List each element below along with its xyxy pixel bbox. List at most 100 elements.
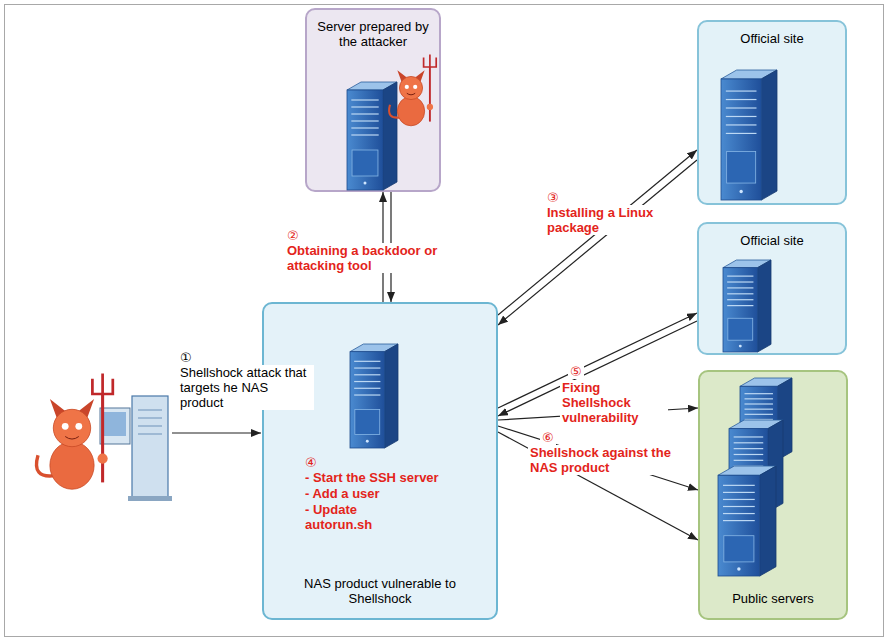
flow-arrow	[498, 408, 698, 420]
devil-head	[53, 409, 90, 446]
server-slot	[726, 99, 757, 100]
server-side	[761, 70, 777, 200]
flow-arrow	[390, 192, 391, 302]
server-panel	[727, 152, 756, 183]
server-icon	[723, 260, 771, 352]
server-slot	[723, 506, 755, 507]
server-slot	[354, 381, 380, 382]
box-title: Official site	[740, 233, 803, 248]
server-slot	[351, 99, 378, 100]
site-box: Official site	[697, 20, 847, 205]
monitor	[100, 408, 130, 444]
devil-icon	[389, 54, 436, 125]
flow-arrow	[498, 321, 697, 416]
server-led	[737, 567, 740, 570]
server-slot	[723, 485, 755, 486]
node-illustration	[700, 372, 846, 618]
server-slot	[734, 436, 764, 437]
server-slot	[726, 90, 757, 91]
server-led	[739, 345, 742, 348]
server-slot	[744, 409, 772, 410]
server-slot	[744, 403, 772, 404]
callout-number: ⑥	[540, 430, 556, 445]
server-slot	[727, 305, 753, 306]
box-title: Official site	[740, 31, 803, 46]
server-slot	[734, 442, 764, 443]
server-slot	[354, 374, 380, 375]
trident-head	[92, 374, 112, 394]
server-slot	[723, 499, 755, 500]
server-slot	[734, 460, 764, 461]
flow-arrow	[498, 313, 697, 408]
devil-hand	[98, 454, 108, 464]
monitor-screen	[104, 412, 126, 436]
callout-number: ②	[285, 228, 301, 243]
tower-slot	[138, 425, 162, 426]
box-title: Public servers	[732, 591, 814, 606]
server-slot	[354, 367, 380, 368]
trident-shaft	[429, 67, 431, 122]
server-slot	[723, 492, 755, 493]
server-slot	[726, 124, 757, 125]
devil-icon	[36, 374, 112, 490]
flow-arrow	[382, 192, 383, 302]
server-slot	[354, 388, 380, 389]
server-front	[721, 79, 761, 200]
server-slot	[727, 281, 753, 282]
step-label: Fixing Shellshock vulnerability	[560, 380, 668, 425]
server-panel	[728, 318, 753, 340]
server-slot	[351, 134, 378, 135]
server-slot	[351, 106, 378, 107]
node-illustration	[699, 22, 845, 203]
server-panel	[724, 536, 754, 562]
server-slot	[734, 448, 764, 449]
server-led	[739, 190, 742, 193]
callout-number: ⑤	[568, 364, 584, 379]
server-slot	[744, 393, 772, 394]
tower-slot	[138, 409, 162, 410]
trident-shaft	[101, 394, 104, 482]
server-slot	[723, 520, 755, 521]
server-icon	[347, 82, 397, 190]
outer-frame	[5, 5, 884, 637]
site-box: Public servers	[698, 370, 848, 620]
server-slot	[726, 107, 757, 108]
server-panel	[355, 409, 380, 434]
devil-body	[50, 442, 94, 490]
devil-body	[397, 96, 424, 125]
server-side	[760, 466, 776, 576]
site-box: Server prepared by the attacker	[305, 8, 441, 192]
devil-head	[399, 76, 422, 99]
trident-head	[424, 54, 437, 67]
server-icon	[721, 70, 777, 200]
server-slot	[744, 414, 772, 415]
flow-arrow	[498, 426, 698, 490]
pc-tower	[132, 396, 168, 500]
flow-arrow	[498, 150, 697, 315]
devil-hand	[427, 104, 433, 110]
devil-eye	[62, 423, 69, 430]
flow-arrow	[498, 432, 698, 540]
site-box: Official site	[697, 222, 847, 355]
server-slot	[351, 113, 378, 114]
server-slot	[354, 394, 380, 395]
server-slot	[351, 120, 378, 121]
server-front	[723, 268, 758, 352]
step-label: Obtaining a backdoor or attacking tool	[285, 243, 451, 273]
devil-eye	[413, 85, 417, 89]
server-icon	[350, 344, 398, 448]
callout-number: ①	[178, 350, 194, 365]
server-led	[364, 182, 367, 185]
tower-base	[128, 496, 172, 501]
step-label: Shellshock against the NAS product	[528, 445, 684, 475]
node-illustration	[264, 304, 496, 618]
server-slot	[726, 116, 757, 117]
callout-number: ③	[545, 190, 561, 205]
step-label: Installing a Linux package	[545, 205, 661, 235]
devil-mouth	[407, 93, 415, 95]
server-side	[383, 82, 397, 190]
server-slot	[727, 299, 753, 300]
flow-arrow	[498, 160, 697, 325]
server-panel	[352, 150, 378, 176]
